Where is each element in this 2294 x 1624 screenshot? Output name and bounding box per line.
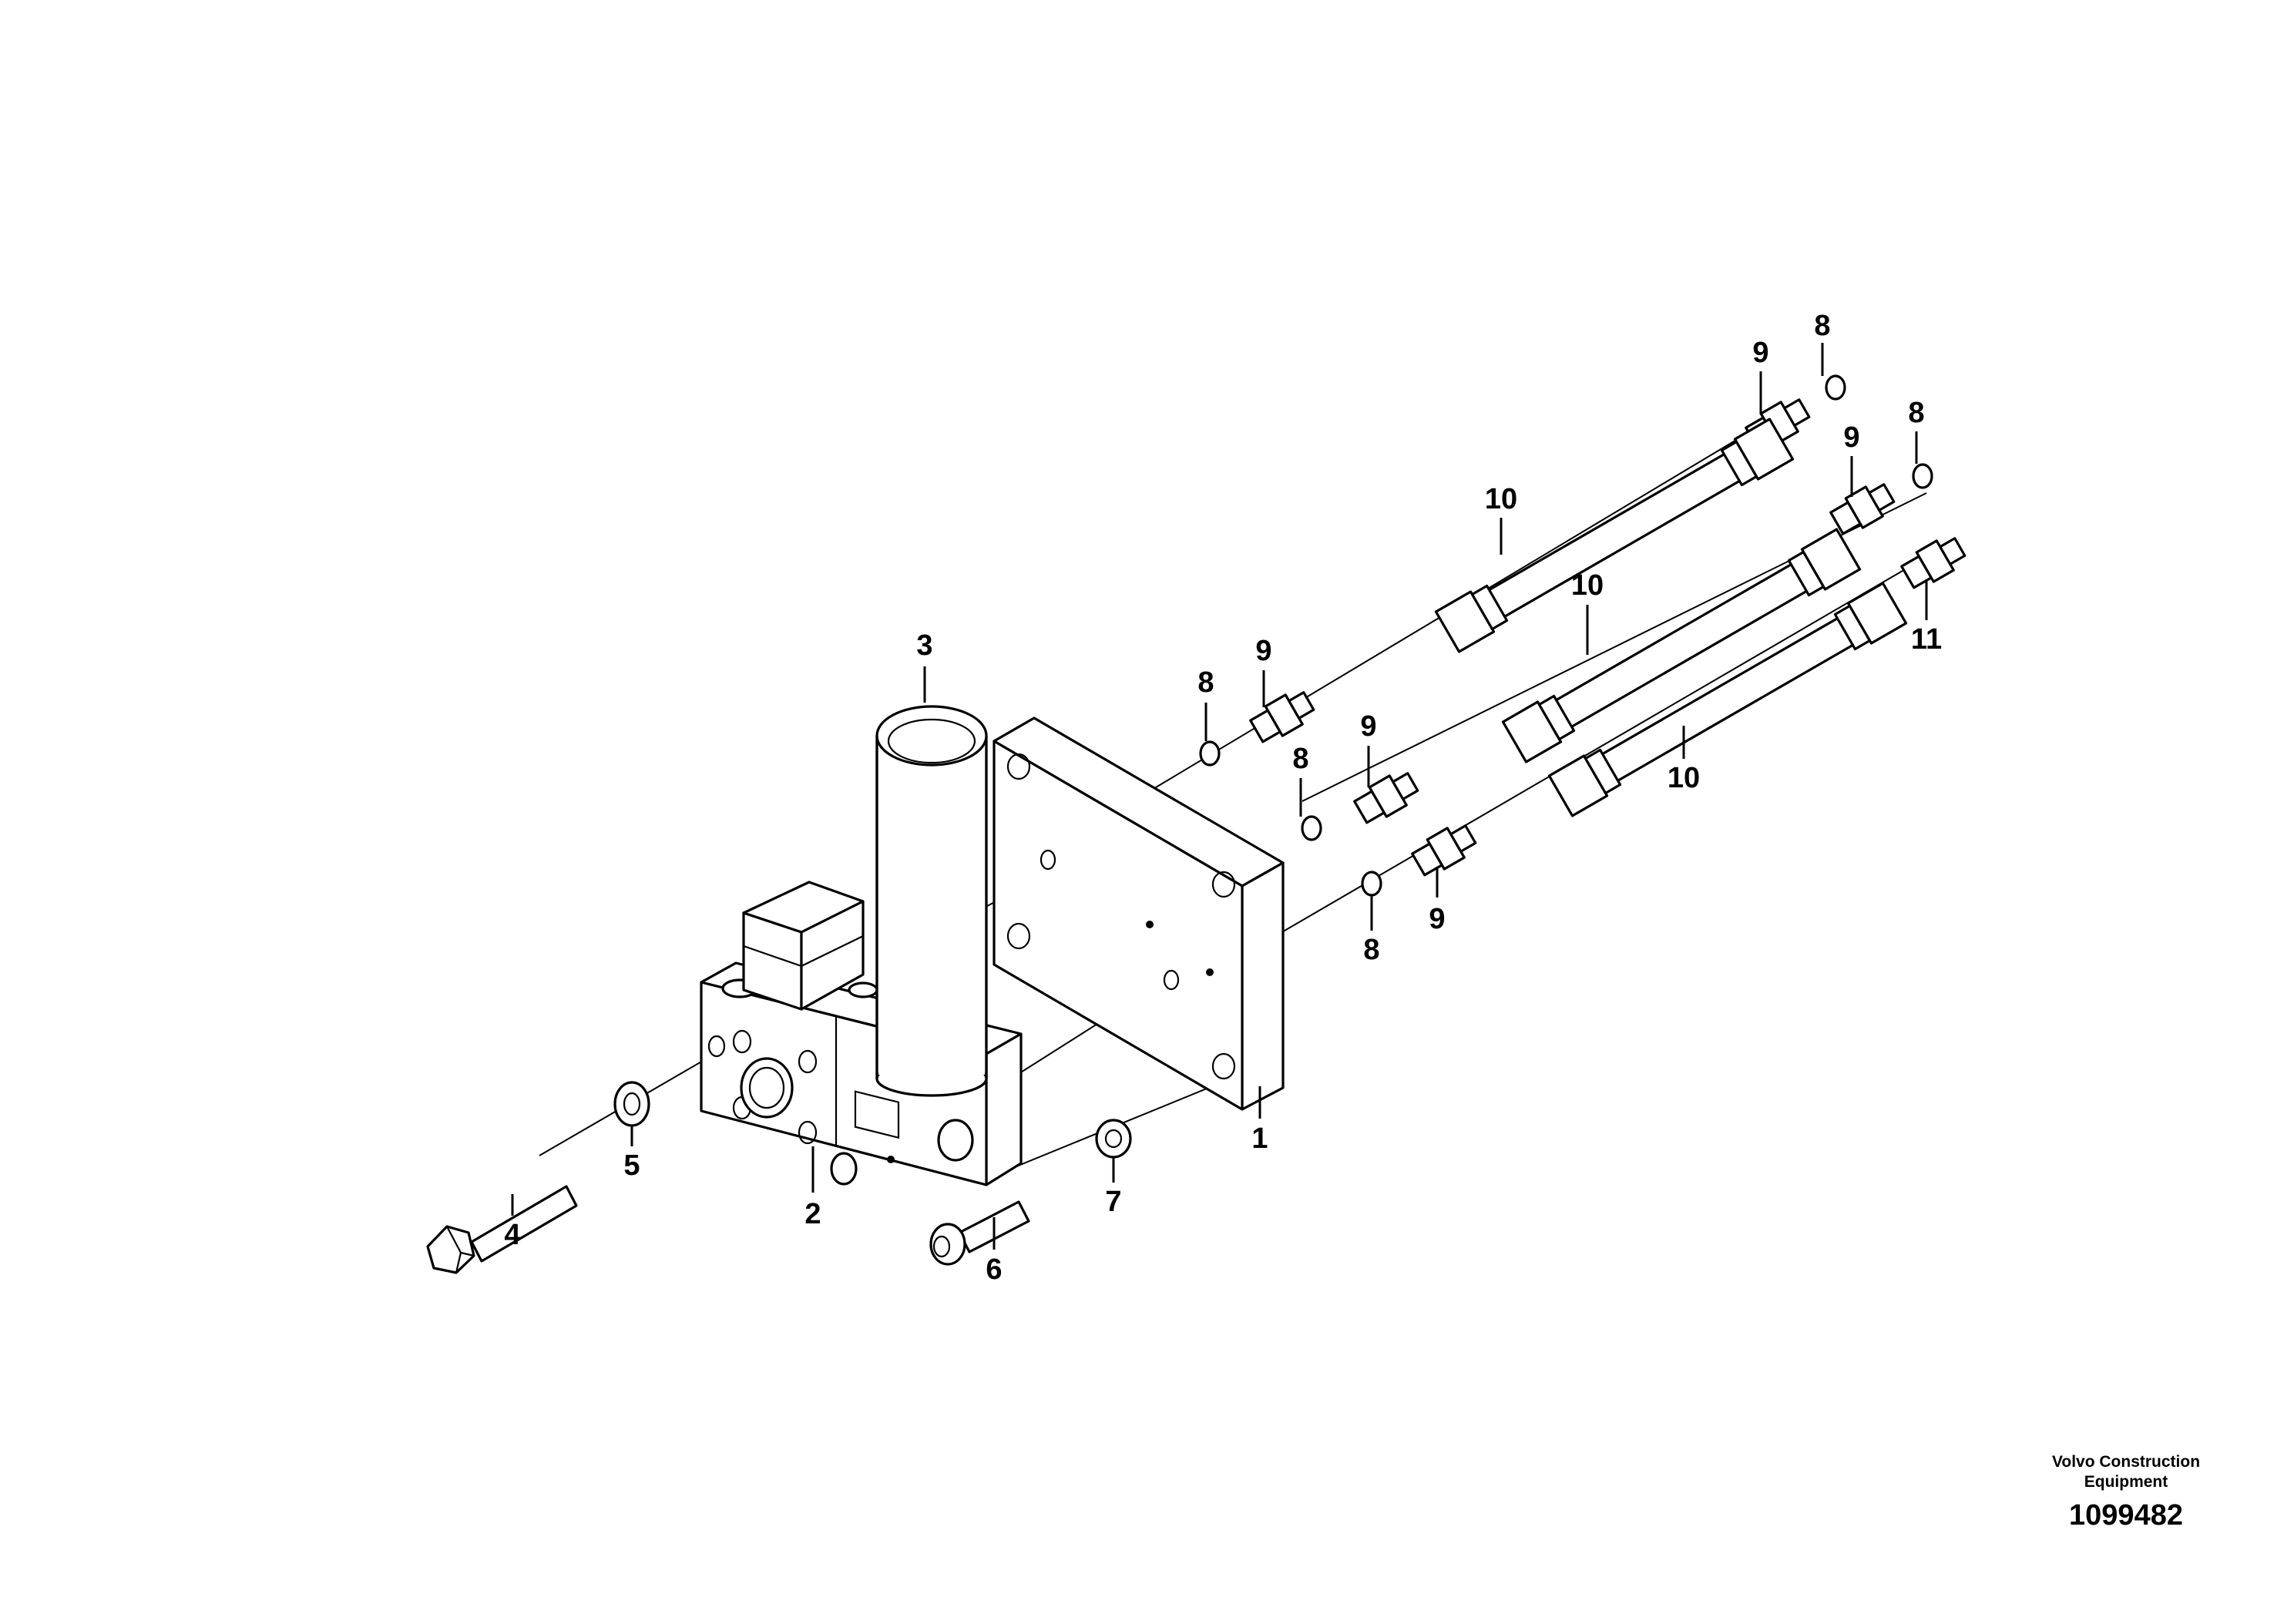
callout-7: 7 bbox=[1105, 1186, 1121, 1218]
callout-10: 10 bbox=[1668, 762, 1700, 794]
leader-lines bbox=[511, 343, 1928, 1250]
callout-6: 6 bbox=[986, 1253, 1002, 1286]
callout-9: 9 bbox=[1255, 635, 1271, 667]
drawing-number: 1099482 bbox=[2069, 1499, 2183, 1532]
callout-2: 2 bbox=[804, 1198, 821, 1230]
callout-8: 8 bbox=[1908, 397, 1924, 429]
washer-5 bbox=[613, 1081, 650, 1127]
solenoid-box bbox=[742, 881, 865, 1011]
tube bbox=[875, 705, 988, 1097]
hoses bbox=[1434, 418, 1908, 817]
callout-8: 8 bbox=[1363, 934, 1379, 966]
callout-11: 11 bbox=[1911, 623, 1942, 656]
drawing-credit: Volvo Construction Equipment 1099482 bbox=[2026, 1452, 2226, 1534]
callout-8: 8 bbox=[1292, 743, 1308, 775]
callout-9: 9 bbox=[1360, 710, 1376, 743]
adapter-11 bbox=[1900, 537, 1967, 589]
washer-7 bbox=[1095, 1119, 1132, 1159]
callout-4: 4 bbox=[504, 1219, 520, 1251]
bolt bbox=[426, 1185, 578, 1274]
callout-labels: 1 2 3 4 5 6 7 8 8 8 8 8 9 9 9 9 9 10 10 … bbox=[504, 310, 1942, 1286]
socket-screw bbox=[929, 1200, 1030, 1266]
callout-3: 3 bbox=[916, 629, 932, 662]
callout-8: 8 bbox=[1197, 666, 1214, 699]
mounting-plate bbox=[992, 716, 1285, 1111]
callout-10: 10 bbox=[1485, 483, 1517, 515]
callout-1: 1 bbox=[1251, 1122, 1268, 1155]
brand-line-1: Volvo Construction bbox=[2051, 1453, 2201, 1471]
callout-9: 9 bbox=[1843, 421, 1859, 454]
callout-9: 9 bbox=[1752, 337, 1768, 369]
o-rings bbox=[1199, 374, 1933, 897]
callout-9: 9 bbox=[1429, 903, 1445, 935]
callout-8: 8 bbox=[1814, 310, 1830, 342]
brand-line-2: Equipment bbox=[2084, 1473, 2168, 1491]
callout-5: 5 bbox=[623, 1149, 640, 1182]
callout-10: 10 bbox=[1571, 569, 1604, 602]
